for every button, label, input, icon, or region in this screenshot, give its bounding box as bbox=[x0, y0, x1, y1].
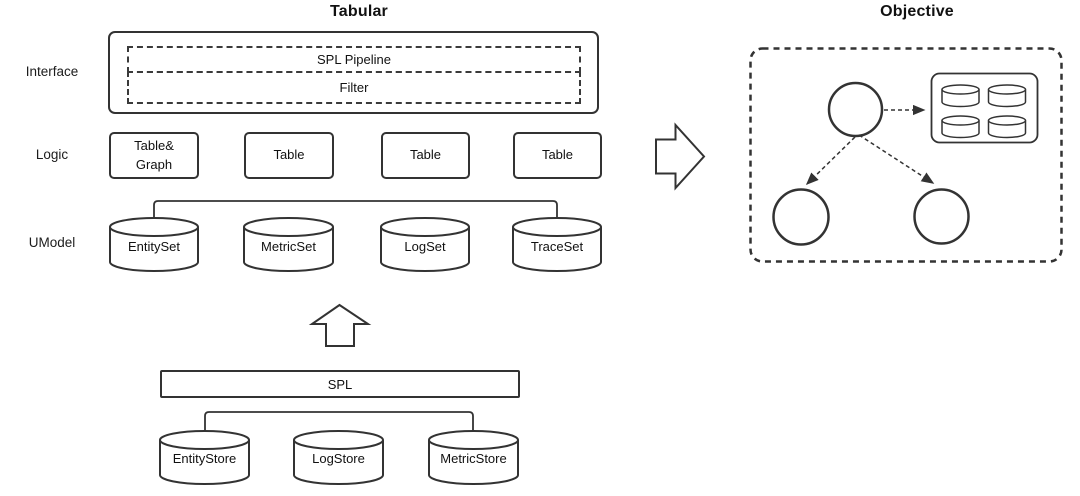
objective-dashed-container bbox=[749, 47, 1063, 263]
spl-pipeline-label: SPL Pipeline bbox=[317, 52, 391, 67]
logic-box-table-2: Table bbox=[381, 132, 470, 179]
filter-box: Filter bbox=[127, 71, 581, 104]
objective-left-child-node bbox=[772, 188, 830, 246]
logic-box-table-3: Table bbox=[513, 132, 602, 179]
umodel-bracket-connector bbox=[153, 200, 558, 219]
store-bracket-connector bbox=[204, 411, 474, 431]
entityset-cylinder bbox=[109, 217, 199, 272]
logic-box-table-1: Table bbox=[244, 132, 334, 179]
database-icon bbox=[941, 115, 980, 139]
traceset-cylinder bbox=[512, 217, 602, 272]
entityset-label: EntitySet bbox=[127, 239, 181, 254]
database-icon bbox=[941, 84, 980, 108]
spl-label: SPL bbox=[327, 376, 353, 392]
up-arrow-icon bbox=[308, 303, 372, 347]
root-to-right-child-arrow bbox=[858, 134, 935, 184]
logstore-label: LogStore bbox=[312, 451, 365, 466]
metricstore-label: MetricStore bbox=[440, 451, 507, 466]
root-to-left-child-arrow bbox=[805, 136, 856, 186]
objective-root-node bbox=[827, 81, 884, 138]
spl-pipeline-box: SPL Pipeline bbox=[127, 46, 581, 73]
traceset-label: TraceSet bbox=[530, 239, 584, 254]
database-icon bbox=[987, 115, 1027, 139]
database-icon bbox=[987, 84, 1027, 108]
logset-cylinder bbox=[380, 217, 470, 272]
spl-box: SPL bbox=[160, 370, 520, 398]
entitystore-label: EntityStore bbox=[172, 451, 237, 466]
entitystore-cylinder bbox=[159, 430, 250, 485]
interface-row-label: Interface bbox=[25, 64, 79, 79]
metricset-cylinder bbox=[243, 217, 334, 272]
filter-label: Filter bbox=[339, 80, 369, 95]
objective-section-title: Objective bbox=[880, 3, 954, 20]
metricset-label: MetricSet bbox=[261, 239, 316, 254]
tabular-section-title: Tabular bbox=[329, 3, 388, 20]
interface-container: SPL Pipeline Filter bbox=[108, 31, 599, 114]
logic-box-table-graph: Table& Graph bbox=[109, 132, 199, 179]
logic-row-label: Logic bbox=[35, 147, 69, 162]
objective-right-child-node bbox=[913, 188, 970, 245]
right-arrow-icon bbox=[655, 122, 706, 191]
metricstore-cylinder bbox=[428, 430, 519, 485]
logstore-cylinder bbox=[293, 430, 384, 485]
umodel-row-label: UModel bbox=[28, 235, 76, 250]
logset-label: LogSet bbox=[404, 239, 446, 254]
